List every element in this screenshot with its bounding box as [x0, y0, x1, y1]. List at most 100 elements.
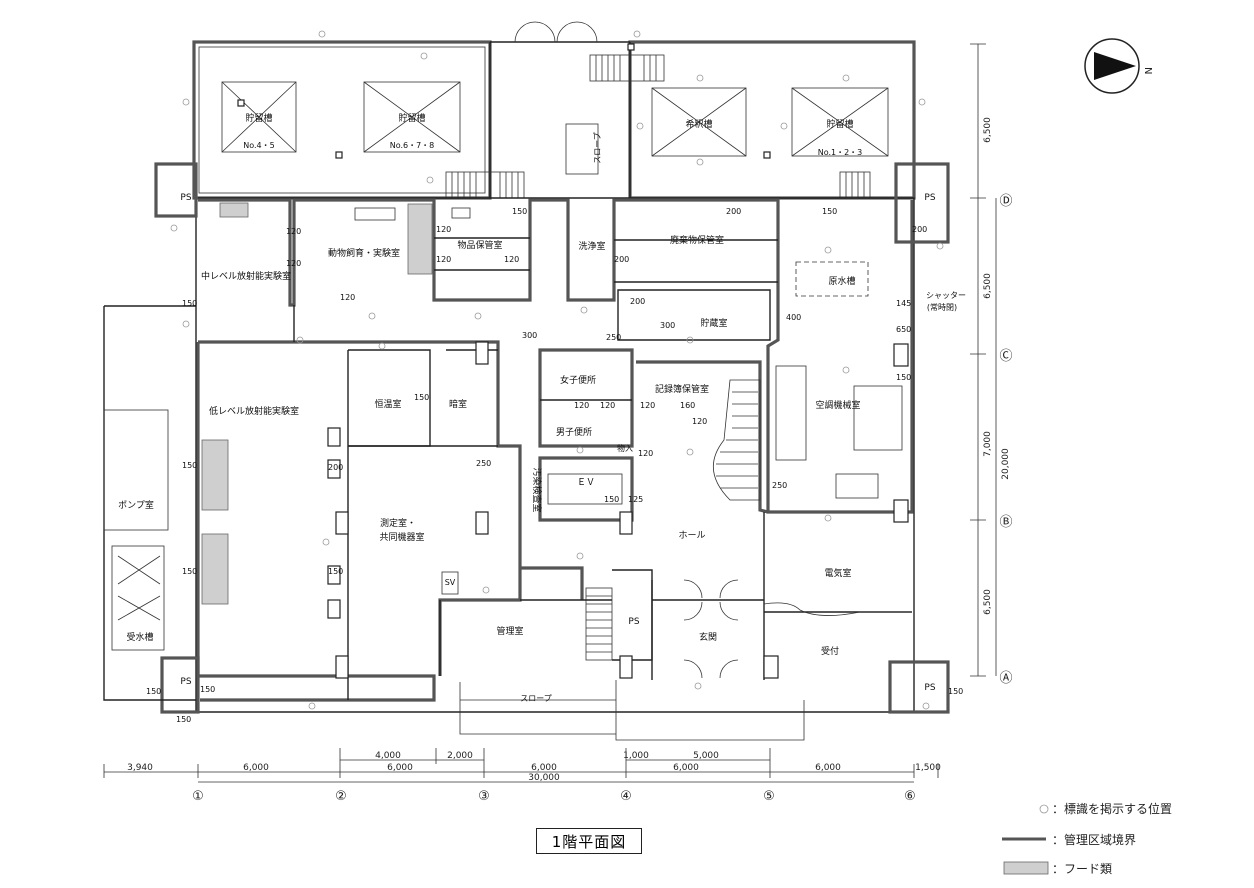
wall-dim: 120 — [692, 417, 707, 426]
bottom-dimension-lines — [103, 748, 939, 783]
ps-box-se — [888, 660, 950, 714]
wall-dim: 300 — [660, 321, 675, 330]
wall-dim: 200 — [614, 255, 629, 264]
wall-dim: 150 — [182, 299, 197, 308]
hood-low-2 — [201, 533, 229, 605]
room-label: No.1・2・3 — [818, 148, 863, 157]
axis-marker: ③ — [478, 789, 490, 804]
room-label: PS — [628, 617, 639, 627]
room-label: 物品保管室 — [457, 239, 502, 251]
wall-dim: 150 — [328, 567, 343, 576]
wall-dim: 160 — [680, 401, 695, 410]
room-label: 玄関 — [699, 631, 717, 643]
tank-123 — [791, 87, 889, 157]
raw-water-tank-outline — [795, 261, 869, 297]
tank-678 — [363, 81, 461, 153]
wall-dim: 120 — [504, 255, 519, 264]
wall-dim: 120 — [286, 259, 301, 268]
wall-dim: 250 — [476, 459, 491, 468]
slope-lower — [459, 680, 805, 741]
room-label: (常時閉) — [927, 303, 957, 312]
wall-dim: 145 — [896, 299, 911, 308]
pump-annex — [103, 305, 196, 701]
room-label: 女子便所 — [560, 374, 596, 386]
wall-dim: 120 — [600, 401, 615, 410]
stairs-top-icon — [589, 54, 665, 82]
room-label: 物入 — [617, 443, 633, 453]
ps-box-sw — [160, 656, 200, 714]
dimension-label: 1,000 — [623, 751, 649, 761]
room-label: PS — [924, 193, 935, 203]
dimension-label: 6,500 — [983, 589, 993, 615]
wall-dim: 150 — [896, 373, 911, 382]
room-label: スロープ — [520, 694, 552, 703]
axis-marker: ① — [192, 789, 204, 804]
legend-hood-icon — [1003, 861, 1049, 875]
wall-dim: 120 — [640, 401, 655, 410]
wall-dim: 300 — [522, 331, 537, 340]
dimension-total: 30,000 — [528, 773, 560, 783]
wall-dim: 150 — [182, 461, 197, 470]
plan-title: 1階平面図 — [536, 828, 642, 854]
ps-box-nw — [154, 162, 198, 218]
wall-dim: 120 — [340, 293, 355, 302]
aircon-unit-2 — [775, 365, 807, 461]
room-label: 原水槽 — [828, 275, 855, 287]
stairs-management-icon — [585, 587, 613, 661]
tank-45 — [221, 81, 297, 153]
room-label: PS — [180, 677, 191, 687]
room-label: 貯留槽 — [245, 112, 272, 124]
wall-dim: 150 — [200, 685, 215, 694]
room-label: No.6・7・8 — [390, 141, 435, 150]
room-label: 希釈槽 — [685, 118, 712, 130]
aircon-unit — [853, 385, 903, 451]
legend-sign-icon — [1039, 804, 1049, 814]
wall-dim: 150 — [604, 495, 619, 504]
dimension-label: 6,000 — [815, 763, 841, 773]
dimension-label: 6,000 — [243, 763, 269, 773]
wall-dim: 200 — [328, 463, 343, 472]
room-label: 低レベル放射能実験室 — [209, 405, 299, 417]
hood-mid-level — [219, 202, 249, 218]
room-label: 管理室 — [496, 625, 523, 637]
legend-sign-label: ：標識を掲示する位置 — [1052, 802, 1173, 816]
room-label: スロープ — [593, 132, 602, 164]
room-label: 空調機械室 — [815, 399, 860, 411]
axis-marker: ② — [335, 789, 347, 804]
room-label: 男子便所 — [556, 426, 592, 438]
sign-markers — [170, 30, 944, 710]
dimension-label: 6,000 — [531, 763, 557, 773]
room-label: No.4・5 — [243, 141, 274, 150]
ps-box-ne — [894, 162, 950, 244]
wall-dim: 200 — [726, 207, 741, 216]
equipment — [451, 207, 471, 219]
right-dimension-lines — [970, 43, 997, 677]
room-label: 受付 — [821, 645, 839, 657]
dimension-label: 6,000 — [673, 763, 699, 773]
room-label: 貯留槽 — [398, 112, 425, 124]
dimension-label: 3,940 — [127, 763, 153, 773]
room-label: PS — [924, 683, 935, 693]
room-label: 測定室・ — [380, 517, 416, 529]
elevator-car — [547, 473, 623, 505]
room-label: SV — [445, 578, 456, 587]
hood-animal — [407, 203, 433, 275]
wall-dim: 150 — [182, 567, 197, 576]
dimension-label: 5,000 — [693, 751, 719, 761]
room-label: 受水槽 — [126, 631, 153, 643]
room-label: 貯蔵室 — [700, 317, 727, 329]
wall-dim: 400 — [786, 313, 801, 322]
wall-dim: 250 — [606, 333, 621, 342]
dimension-label: 6,000 — [387, 763, 413, 773]
dimension-total: 20,000 — [1001, 448, 1011, 480]
axis-marker: Ⓑ — [999, 515, 1012, 530]
room-label: 記録簿保管室 — [655, 383, 709, 395]
aircon-unit-3 — [835, 473, 879, 499]
axis-marker: ⑤ — [763, 789, 775, 804]
room-label: 中レベル放射能実験室 — [201, 270, 291, 282]
wall-dim: 150 — [512, 207, 527, 216]
dimension-label: 6,500 — [983, 117, 993, 143]
wall-dim: 150 — [414, 393, 429, 402]
room-label: ＥＶ — [577, 478, 595, 488]
